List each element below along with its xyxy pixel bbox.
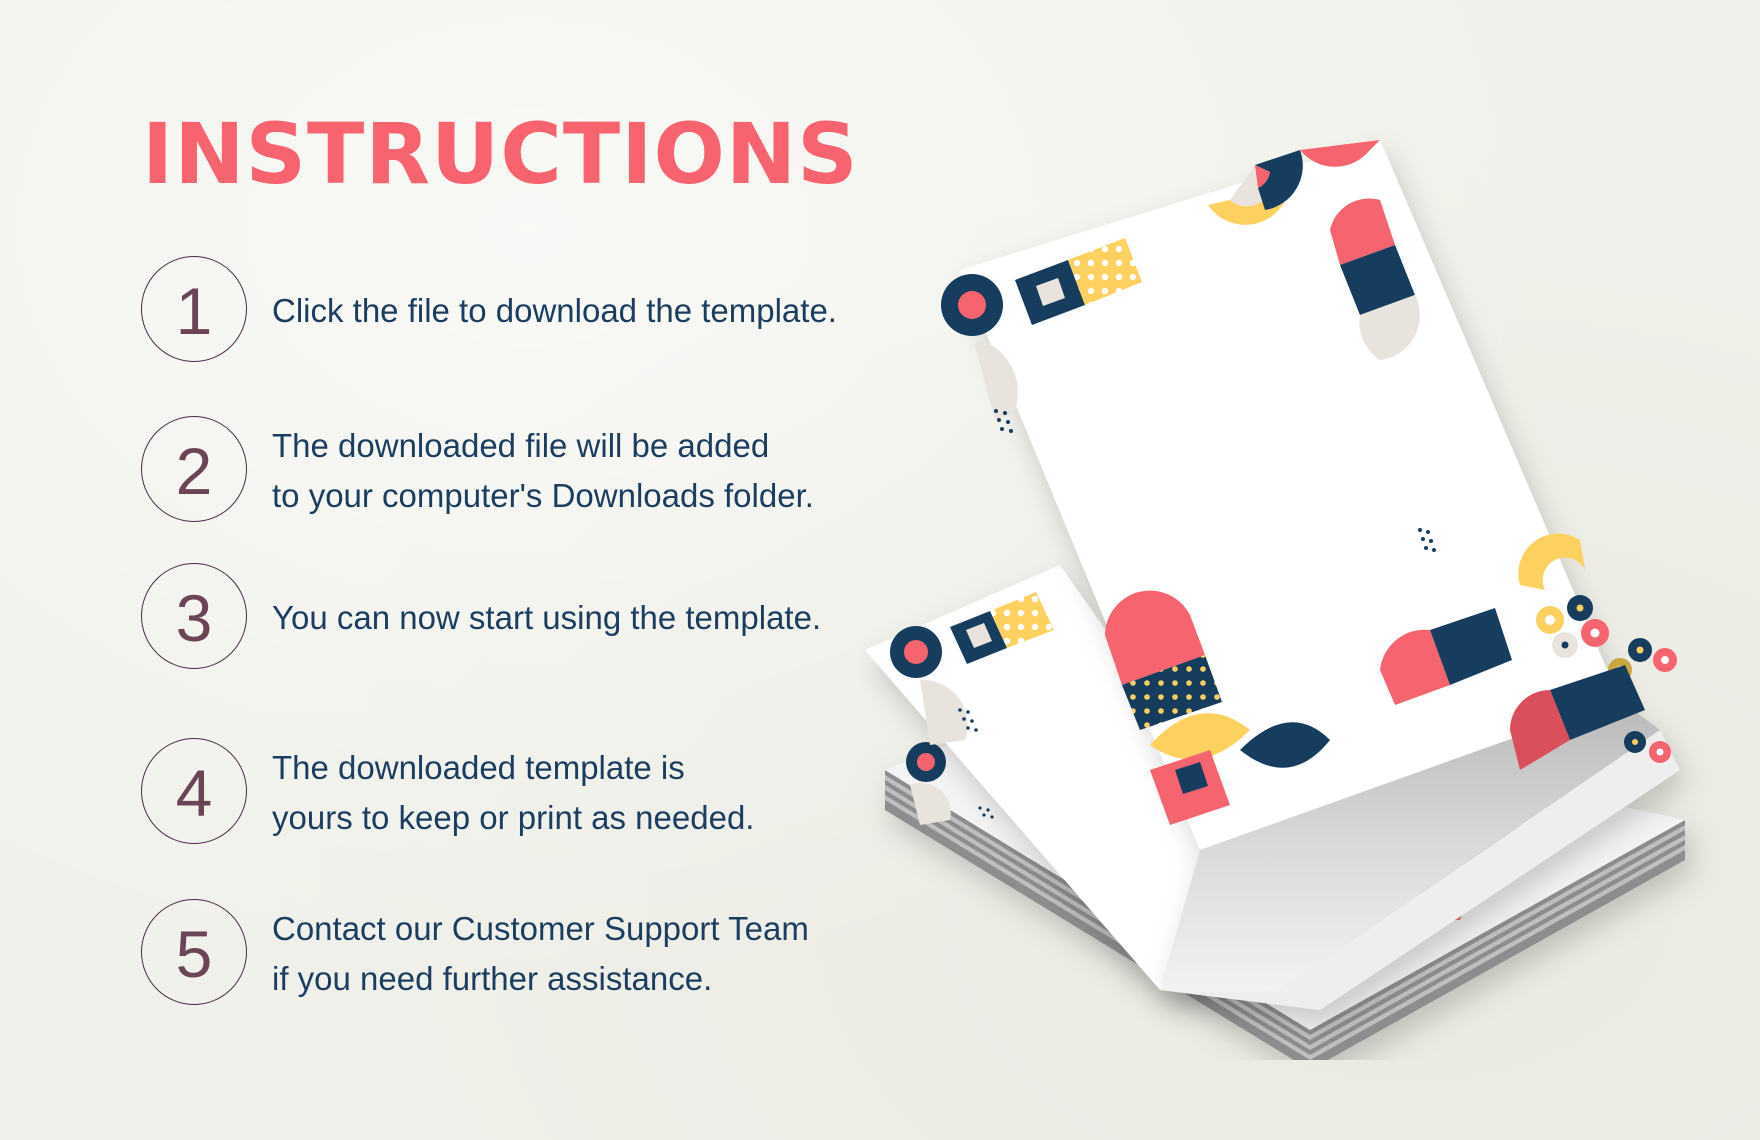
step-2: 2 The downloaded file will be added to y…: [141, 416, 1001, 526]
step-text-line: Click the file to download the template.: [272, 292, 837, 329]
step-text: The downloaded file will be added to you…: [272, 421, 814, 521]
step-text: Click the file to download the template.: [272, 286, 837, 336]
step-text: The downloaded template is yours to keep…: [272, 743, 754, 843]
step-number: 5: [175, 917, 213, 991]
step-number-circle: 5: [141, 899, 247, 1005]
step-text-line: if you need further assistance.: [272, 960, 713, 997]
step-number-circle: 3: [141, 563, 247, 669]
step-number: 1: [175, 274, 213, 348]
step-number-circle: 2: [141, 416, 247, 522]
step-4: 4 The downloaded template is yours to ke…: [141, 738, 1001, 848]
step-text-line: Contact our Customer Support Team: [272, 910, 809, 947]
document-stack-illustration: [860, 130, 1760, 1070]
step-1: 1 Click the file to download the templat…: [141, 256, 1001, 366]
template-mockup-icon: [865, 140, 1685, 1070]
step-text-line: yours to keep or print as needed.: [272, 799, 755, 836]
step-number: 4: [175, 756, 213, 830]
step-number: 2: [175, 434, 213, 508]
step-text-line: to your computer's Downloads folder.: [272, 477, 814, 514]
step-text: Contact our Customer Support Team if you…: [272, 904, 809, 1004]
page-title: INSTRUCTIONS: [142, 105, 859, 203]
step-5: 5 Contact our Customer Support Team if y…: [141, 899, 1001, 1009]
step-number: 3: [175, 581, 213, 655]
step-number-circle: 4: [141, 738, 247, 844]
step-number-circle: 1: [141, 256, 247, 362]
step-3: 3 You can now start using the template.: [141, 563, 1001, 673]
step-text-line: The downloaded template is: [272, 749, 685, 786]
step-text: You can now start using the template.: [272, 593, 821, 643]
step-text-line: You can now start using the template.: [272, 599, 822, 636]
step-text-line: The downloaded file will be added: [272, 427, 770, 464]
